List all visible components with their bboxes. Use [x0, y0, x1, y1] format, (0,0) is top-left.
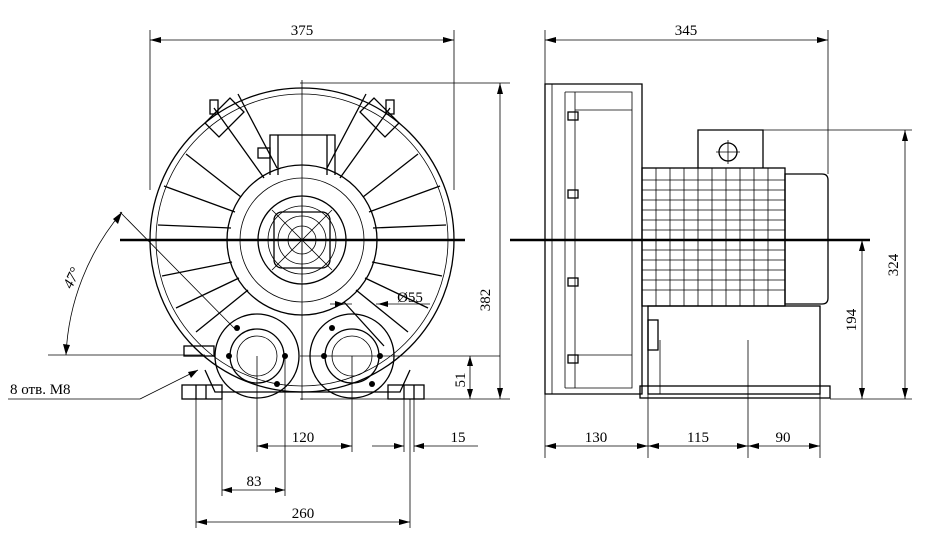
dim-375: 375 [291, 23, 314, 39]
dim-194: 194 [844, 308, 860, 331]
dim-15: 15 [451, 430, 466, 446]
dim-324: 324 [886, 253, 902, 276]
holes-note: 8 отв. М8 [10, 382, 71, 398]
side-base [639, 385, 831, 399]
front-dimensions: 375 382 51 47° Ø55 120 [8, 23, 510, 528]
dim-83: 83 [247, 474, 262, 490]
right-lug [385, 99, 395, 115]
dim-51: 51 [453, 373, 469, 388]
dim-90: 90 [776, 430, 791, 446]
dim-d55: Ø55 [397, 290, 423, 306]
dim-345: 345 [675, 23, 698, 39]
motor-body [641, 167, 786, 307]
dim-115: 115 [687, 430, 709, 446]
base [204, 369, 411, 393]
side-bracket [183, 345, 215, 357]
side-stand [647, 305, 821, 395]
front-view [119, 80, 465, 400]
dim-382: 382 [478, 289, 494, 312]
motor-fins [642, 168, 785, 306]
dim-130: 130 [585, 430, 608, 446]
side-housing [544, 83, 643, 395]
dim-47-deg: 47° [61, 265, 84, 291]
left-lug [209, 99, 219, 115]
side-view [510, 83, 870, 399]
dim-260: 260 [292, 506, 315, 522]
side-terminal-box [697, 129, 764, 168]
fan-cover [784, 173, 829, 305]
dim-120: 120 [292, 430, 315, 446]
cooling-fins [157, 93, 447, 347]
angle-leader-line [119, 211, 237, 331]
flange-bolts [226, 325, 383, 387]
side-dimensions: 345 324 194 130 115 90 [544, 23, 912, 458]
cable-gland [257, 147, 271, 159]
left-foot [181, 384, 223, 400]
